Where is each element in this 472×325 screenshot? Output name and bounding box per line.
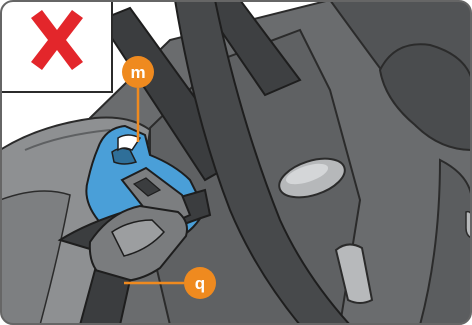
incorrect-warning bbox=[0, 0, 112, 92]
callout-m-label: m bbox=[130, 63, 145, 82]
callout-q-label: q bbox=[195, 274, 205, 293]
